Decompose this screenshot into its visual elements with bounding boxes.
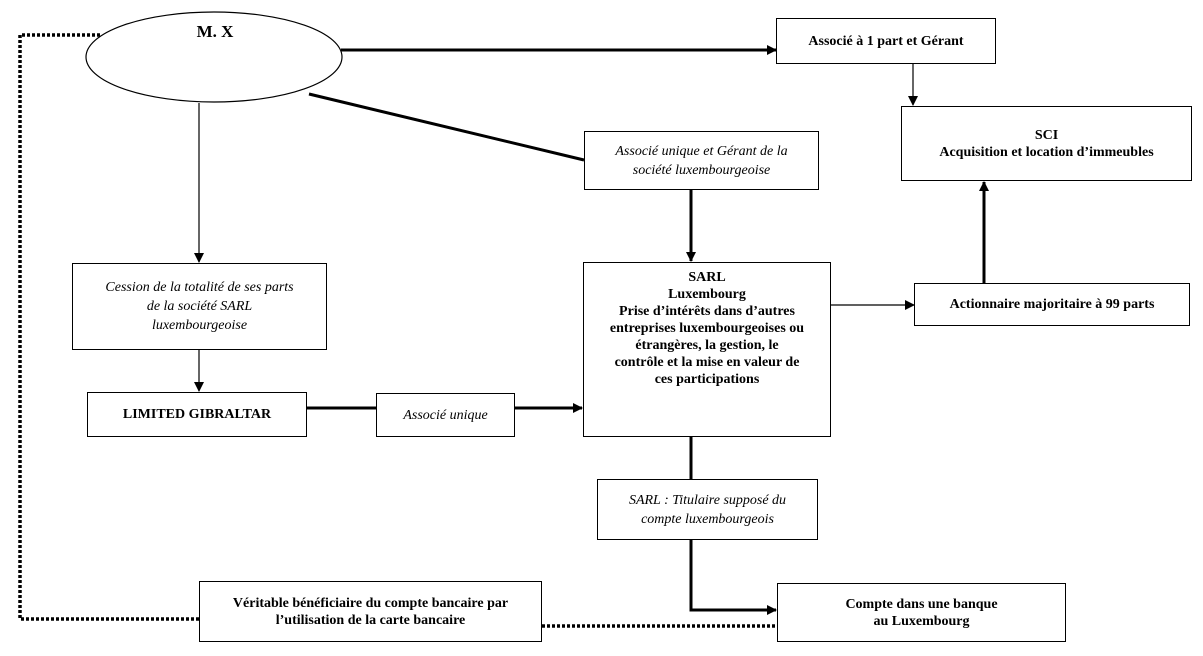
beneficiaire-line1: Véritable bénéficiaire du compte bancair… xyxy=(232,595,509,611)
cession-line2: de la société SARL xyxy=(146,299,253,314)
arrow-titulaire-to-compte xyxy=(689,540,777,615)
limited-label: LIMITED GIBRALTAR xyxy=(122,407,272,422)
associe-unique-lux-box: Associé unique et Gérant de la société l… xyxy=(584,131,819,190)
mx-ellipse xyxy=(85,11,343,103)
titulaire-box: SARL : Titulaire supposé du compte luxem… xyxy=(597,479,818,540)
associe-gerant-box: Associé à 1 part et Gérant xyxy=(776,18,996,64)
compte-line2: au Luxembourg xyxy=(873,613,970,629)
associe-unique-label: Associé unique xyxy=(403,407,488,423)
compte-line1: Compte dans une banque xyxy=(845,596,998,612)
line-mx-to-associe-unique-lux xyxy=(308,92,585,162)
sci-box: SCI Acquisition et location d’immeubles xyxy=(901,106,1192,181)
beneficiaire-line2: l’utilisation de la carte bancaire xyxy=(275,612,466,628)
associe-unique-lux-line1: Associé unique et Gérant de la xyxy=(615,143,788,159)
associe-gerant-label: Associé à 1 part et Gérant xyxy=(808,33,964,49)
cession-line3: luxembourgeoise xyxy=(151,318,248,333)
actionnaire-box: Actionnaire majoritaire à 99 parts xyxy=(914,283,1190,326)
actionnaire-label: Actionnaire majoritaire à 99 parts xyxy=(949,297,1155,312)
beneficiaire-box: Véritable bénéficiaire du compte bancair… xyxy=(199,581,542,642)
sci-title: SCI xyxy=(1034,127,1059,143)
sci-description: Acquisition et location d’immeubles xyxy=(939,144,1154,160)
sarl-line1: Prise d’intérêts dans d’autres xyxy=(619,304,795,319)
dotted-mx-to-beneficiaire xyxy=(18,33,200,621)
cession-line1: Cession de la totalité de ses parts xyxy=(105,280,294,295)
titulaire-line2: compte luxembourgeois xyxy=(641,511,774,527)
sarl-line4: contrôle et la mise en valeur de xyxy=(614,355,800,370)
sarl-subtitle: Luxembourg xyxy=(668,287,746,302)
sarl-box: SARL Luxembourg Prise d’intérêts dans d’… xyxy=(583,262,831,437)
sarl-line5: ces participations xyxy=(654,372,760,387)
cession-box: Cession de la totalité de ses parts de l… xyxy=(72,263,327,350)
limited-box: LIMITED GIBRALTAR xyxy=(87,392,307,437)
mx-label: M. X xyxy=(196,22,234,41)
titulaire-line1: SARL : Titulaire supposé du xyxy=(628,492,787,508)
associe-unique-box: Associé unique xyxy=(376,393,515,437)
sarl-title: SARL xyxy=(688,270,726,285)
sarl-line3: étrangères, la gestion, le xyxy=(635,338,779,353)
sarl-line2: entreprises luxembourgeoises ou xyxy=(609,321,805,336)
associe-unique-lux-line2: société luxembourgeoise xyxy=(632,162,771,178)
compte-box: Compte dans une banque au Luxembourg xyxy=(777,583,1066,642)
